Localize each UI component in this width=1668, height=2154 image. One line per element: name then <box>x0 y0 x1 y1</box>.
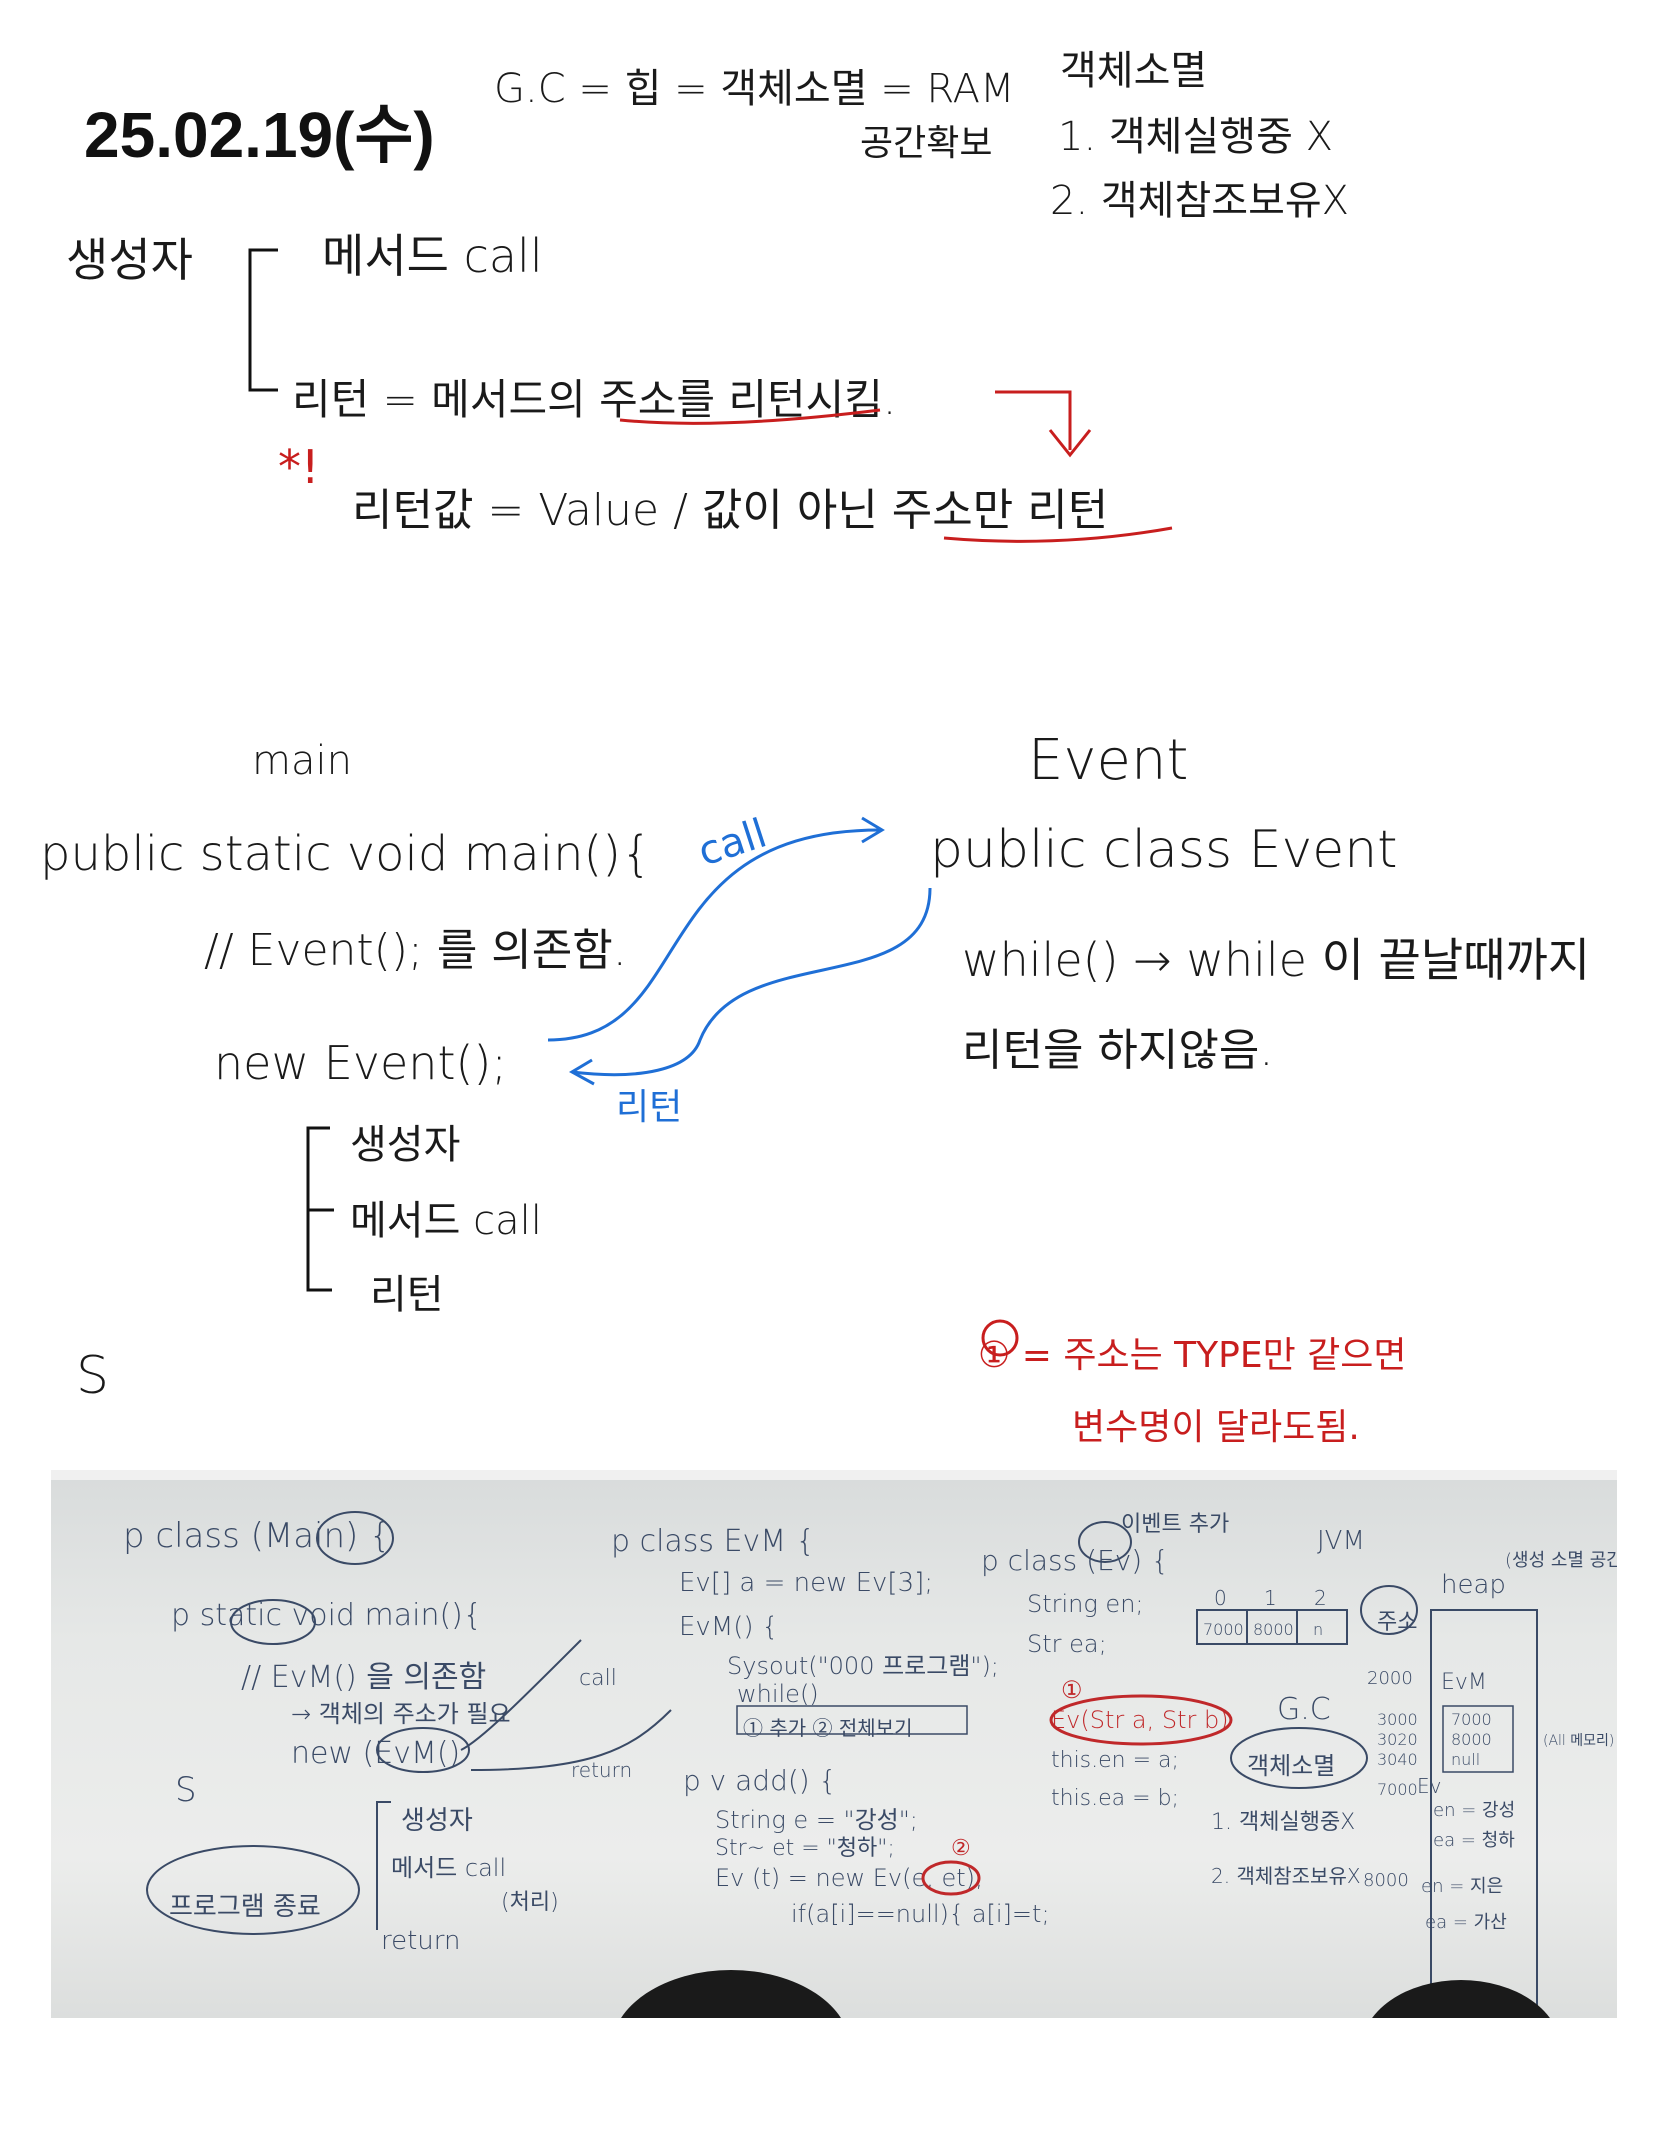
wb-ev-f2: Str ea; <box>1027 1630 1107 1658</box>
gc-note-line2: 공간확보 <box>860 123 993 164</box>
wb-gc-2: 2. 객체참조보유X <box>1211 1864 1361 1888</box>
subtree-method: 메서드 call <box>350 1198 542 1244</box>
wb-heap-arr-0: 7000 <box>1451 1710 1492 1729</box>
wb-addr-1: 3000 <box>1377 1710 1418 1729</box>
wb-ev-b2: this.ea = b; <box>1051 1786 1179 1811</box>
wb-heap-ev: Ev <box>1417 1774 1442 1798</box>
wb-return: return <box>571 1758 633 1782</box>
wb-ev-b1: this.en = a; <box>1051 1748 1179 1773</box>
wb-heap-en1: en = 강성 <box>1433 1800 1516 1821</box>
destroy-title: 객체소멸 <box>1060 48 1208 94</box>
main-comment: // Event(); 를 의존함. <box>204 925 627 976</box>
wb-addr-4: 7000 <box>1377 1780 1418 1799</box>
wb-add-method: p v add() { <box>683 1764 837 1797</box>
page-date: 25.02.19(수) <box>84 99 435 171</box>
wb-tree-method: 메서드 call <box>391 1854 507 1882</box>
wb-heap: heap <box>1441 1570 1506 1600</box>
wb-addr-2: 3020 <box>1377 1730 1418 1749</box>
ctor-branch-return: 리턴 = 메서드의 주소를 리턴시킴. <box>292 375 897 424</box>
main-signature: public static void main(){ <box>40 826 652 882</box>
return-value-note: 리턴값 = Value / 값이 아닌 주소만 리턴 <box>352 485 1109 536</box>
wb-evm-ctor: EvM() { <box>679 1612 779 1642</box>
wb-ev-ctor: Ev(Str a, Str b) <box>1051 1706 1229 1734</box>
wb-add-s1: String e = "강성"; <box>715 1806 918 1834</box>
event-label: Event <box>1028 728 1189 793</box>
wb-call: call <box>579 1666 617 1691</box>
new-event-call: new Event(); <box>214 1036 507 1090</box>
wb-addr-0: 2000 <box>1367 1668 1413 1689</box>
wb-ev-f1: String en; <box>1027 1590 1144 1618</box>
wb-heap-evm: EvM <box>1441 1670 1487 1695</box>
wb-gc-circle: 객체소멸 <box>1247 1752 1336 1780</box>
stray-s: S <box>76 1346 110 1406</box>
wb-evm-while: while() <box>737 1680 819 1708</box>
wb-evm-print: Sysout("000 프로그램"); <box>727 1652 999 1680</box>
wb-jvm: JVM <box>1317 1526 1365 1556</box>
wb-evm-class: p class EvM { <box>611 1524 815 1559</box>
wb-main-class: p class (Main) { <box>123 1516 391 1556</box>
wb-add-new: Ev (t) = new Ev(e, et); <box>715 1864 984 1892</box>
wb-addr-5: 8000 <box>1363 1870 1409 1891</box>
wb-add-if: if(a[i]==null){ a[i]=t; <box>791 1900 1050 1928</box>
wb-evm-array: Ev[] a = new Ev[3]; <box>679 1568 934 1598</box>
whiteboard-photo: p class (Main) { p static void main(){ /… <box>51 1470 1617 2018</box>
wb-addr: 주소 <box>1377 1610 1418 1635</box>
return-label: 리턴 <box>616 1087 683 1128</box>
wb-arrow-note: → 객체의 주소가 필요 <box>291 1700 511 1728</box>
wb-all-memory: (All 메모리) <box>1543 1733 1615 1749</box>
destroy-item-2: 2. 객체참조보유X <box>1050 178 1350 224</box>
wb-idx-0: 0 <box>1214 1586 1227 1610</box>
wb-idx-1: 1 <box>1264 1586 1277 1610</box>
wb-lonely-s: S <box>175 1770 197 1810</box>
ctor-branch-method: 메서드 call <box>322 229 543 283</box>
wb-heap-en2: en = 지은 <box>1421 1876 1504 1897</box>
wb-new-evm: new (EvM() <box>291 1736 461 1771</box>
wb-heap-note: (생성 소멸 공간) <box>1505 1550 1617 1571</box>
wb-program-end: 프로그램 종료 <box>169 1892 321 1922</box>
wb-val-0: 7000 <box>1203 1620 1244 1639</box>
red-note-line2: 변수명이 달라도됨. <box>1072 1407 1360 1448</box>
wb-heap-ea2: ea = 가산 <box>1425 1912 1507 1933</box>
note-mark: *! <box>278 440 320 494</box>
wb-circle-1: ① <box>1061 1676 1083 1704</box>
wb-val-1: 8000 <box>1253 1620 1294 1639</box>
whiteboard-strokes <box>146 1511 1538 2018</box>
wb-circle-2: ② <box>951 1836 971 1861</box>
wb-evm-menu: ① 추가 ② 전체보기 <box>743 1716 913 1740</box>
wb-main-method: p static void main(){ <box>171 1598 482 1633</box>
wb-depends: // EvM() 을 의존함 <box>241 1660 487 1695</box>
wb-ev-class: p class (Ev) { <box>981 1544 1169 1577</box>
wb-addr-3: 3040 <box>1377 1750 1418 1769</box>
while-note: while() → while 이 끝날때까지 <box>962 933 1591 987</box>
red-note-line1: ① = 주소는 TYPE만 같으면 <box>978 1335 1407 1376</box>
wb-add-s2: Str~ et = "청하"; <box>715 1836 895 1861</box>
main-label: main <box>252 738 352 784</box>
while-note-2: 리턴을 하지않음. <box>962 1025 1274 1076</box>
gc-note-line1: G.C = 힙 = 객체소멸 = RAM <box>494 66 1015 112</box>
subtree-return: 리턴 <box>370 1272 444 1318</box>
wb-heap-arr-1: 8000 <box>1451 1730 1492 1749</box>
wb-heap-arr-2: null <box>1451 1750 1481 1769</box>
wb-top-note: 이벤트 추가 <box>1121 1512 1230 1537</box>
wb-heap-ea1: ea = 청하 <box>1433 1830 1515 1851</box>
wb-tree-return: return <box>381 1926 461 1956</box>
wb-tree-ctor: 생성자 <box>401 1806 473 1836</box>
wb-idx-2: 2 <box>1314 1586 1327 1610</box>
destroy-item-1: 1. 객체실행중 X <box>1058 114 1333 160</box>
ctor-root: 생성자 <box>66 233 193 287</box>
wb-gc-1: 1. 객체실행중X <box>1211 1810 1356 1835</box>
event-signature: public class Event <box>930 820 1398 880</box>
wb-gc: G.C <box>1277 1692 1331 1727</box>
subtree-ctor: 생성자 <box>350 1122 461 1168</box>
wb-val-2: n <box>1313 1620 1324 1639</box>
wb-tree-handle: (처리) <box>501 1890 559 1915</box>
